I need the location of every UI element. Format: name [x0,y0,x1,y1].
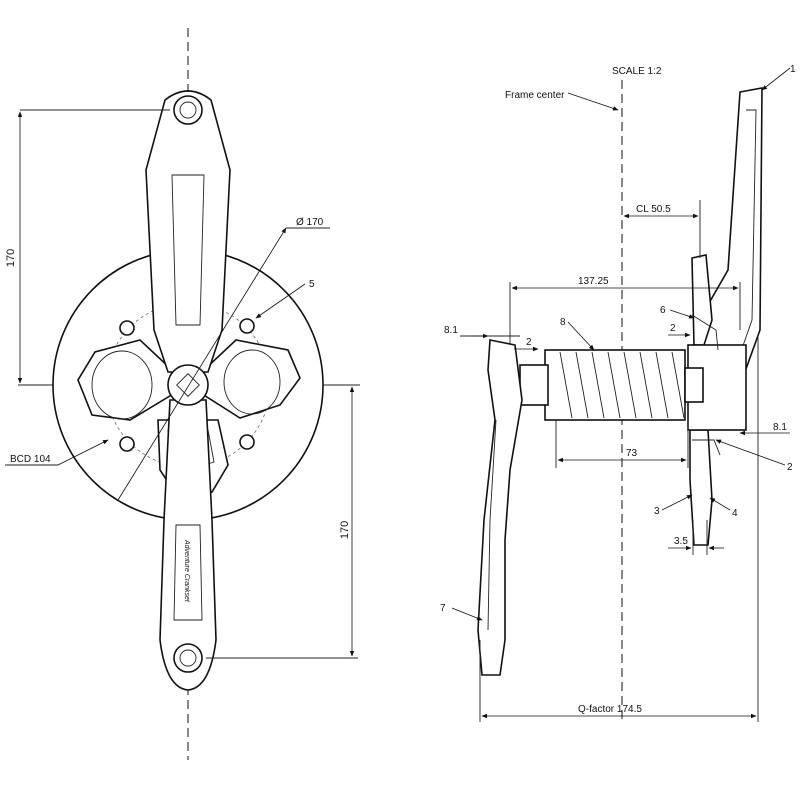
non-drive-crank-arm [477,339,523,676]
offset-2-left: 2 [526,337,532,348]
pedal-thread-bottom [179,649,197,667]
crank-length-bottom: 170 [339,521,351,539]
callout-6-leader [669,309,695,319]
front-view: Adventure Crankset 170 170 Ø 170 BCD 104… [5,28,360,760]
non-drive-crank-rib [487,419,497,631]
offset-2-right: 2 [670,323,676,334]
spindle-bolt [167,364,209,406]
spindle-length-label: 73 [626,448,638,459]
spider-window-left [91,350,153,420]
side-view: SCALE 1:2 Frame center CL 50.5 137.25 [440,64,796,722]
crank-logo: Adventure Crankset [183,539,190,603]
chainring-bolts [119,318,255,452]
callout-1: 1 [790,64,796,75]
frame-center-leader [567,92,619,111]
dim-line-diameter [117,227,287,501]
spindle-hex [176,373,200,397]
callout-7-leader [451,607,483,621]
ring-thickness-label: 3.5 [674,536,688,547]
pedal-eye-top [173,95,203,125]
spider-window-right [223,349,281,415]
crank-arm-upper [145,90,231,373]
drive-crank-rib [737,109,757,361]
bolt-hole [119,436,135,452]
bolt-hole [239,318,255,334]
q-factor-label: Q-factor 174.5 [578,704,642,715]
callout-6: 6 [660,305,666,316]
callout-3-leader [661,494,693,511]
callout-2-leader [715,439,786,466]
callout-2: 2 [787,462,793,473]
callout-3: 3 [654,506,660,517]
crank-length-top: 170 [5,249,17,267]
frame-center-label: Frame center [505,90,565,101]
width-137-label: 137.25 [578,276,609,287]
bolt-hole [119,320,135,336]
callout-4: 4 [732,508,738,519]
scale-label: SCALE 1:2 [612,66,662,77]
callout-8-leader [567,321,595,351]
callout-7: 7 [440,603,446,614]
bcd-leader [57,439,109,466]
pedal-thread-top [179,101,197,119]
offset-8-1-left: 8.1 [444,325,458,336]
callout-8: 8 [560,317,566,328]
spindle-spline [559,351,685,419]
spindle-end-left [519,364,549,406]
callout-5-leader [255,283,306,319]
spider-arm-left [77,339,190,421]
offset-8-1-right: 8.1 [773,422,787,433]
crank-arm-rib [171,174,205,326]
callout-4-leader [709,497,731,511]
bolt-hole [239,434,255,450]
pedal-eye-bottom [173,643,203,673]
bcd-label: BCD 104 [10,454,51,465]
crank-arm-rib-lower [173,524,203,621]
ring-bolt-bottom [692,439,721,456]
ring-diameter: Ø 170 [296,217,324,228]
spindle-end-right [684,367,704,403]
chainring-top [691,254,713,346]
ring-bolt-top [691,314,719,351]
chainline-label: CL 50.5 [636,204,671,215]
callout-1-leader [761,67,791,91]
callout-5: 5 [309,279,315,290]
